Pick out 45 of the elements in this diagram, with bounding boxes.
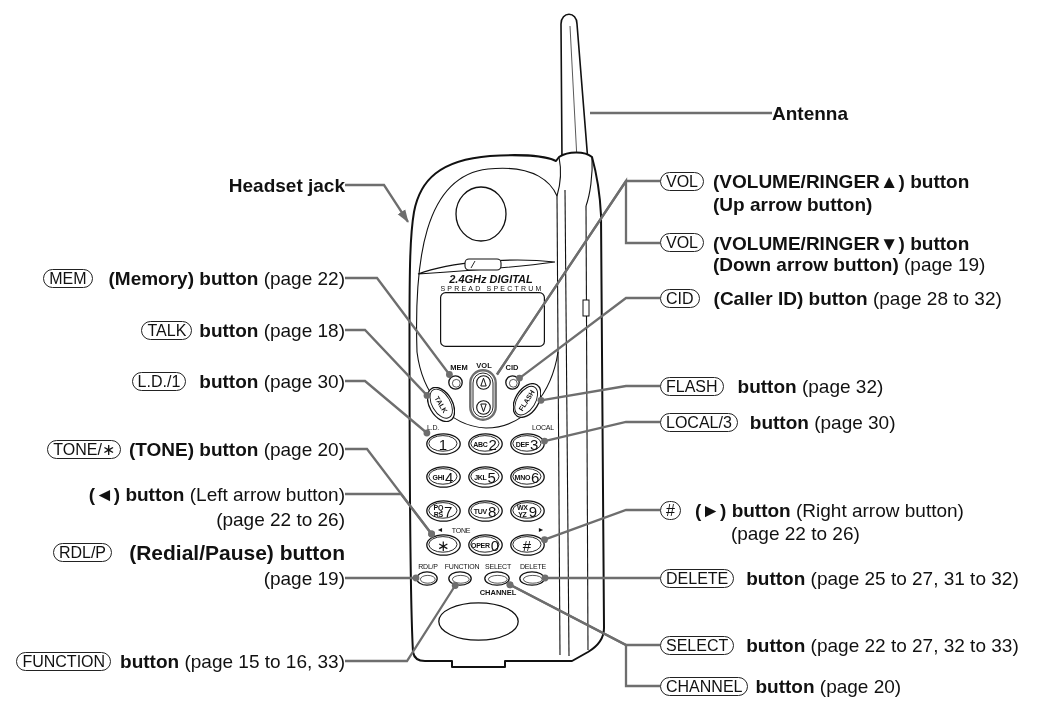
callout-text: button (page 25 to 27, 31 to 32) <box>746 566 1019 590</box>
leader-line <box>590 111 772 115</box>
leader-line <box>541 574 660 582</box>
key-digit: 6 <box>531 469 540 485</box>
callout-text: (Redial/Pause) button (page 19) <box>128 540 345 591</box>
leader-line <box>541 508 660 544</box>
callout-text: (Caller ID) button (page 28 to 32) <box>713 286 1002 310</box>
key-digit: ∗ <box>436 537 450 553</box>
leader-line <box>537 384 660 404</box>
callout-text: (►) button (Right arrow button) (page 22 to 26) <box>694 498 965 545</box>
leader-line <box>345 582 459 663</box>
leader-line <box>345 492 435 538</box>
leader-arrow <box>345 183 409 223</box>
callout-text: Headset jack <box>228 173 345 197</box>
callout-text: button (page 32) <box>737 374 884 398</box>
callout-text: button (page 18) <box>199 318 345 342</box>
callout-text: (VOLUME/RINGER▲) button (Up arrow button) <box>713 169 971 216</box>
key-digit: 2 <box>488 436 497 452</box>
callout-text: (◄) button (Left arrow button) (page 22 to 26) <box>81 481 345 532</box>
callout-text: Antenna <box>772 101 848 125</box>
key-digit: 9 <box>528 503 537 519</box>
callout-text: button (page 20) <box>755 674 902 698</box>
leader-line <box>345 276 453 378</box>
callout-text: button (page 30) <box>199 369 345 393</box>
callout-text: button (page 30) <box>749 410 896 434</box>
key-digit: 3 <box>529 436 539 452</box>
key-digit: 8 <box>487 503 497 519</box>
callout-text: (Memory) button (page 22) <box>108 266 345 290</box>
device-lettering: 2.4GHz DIGITAL <box>449 273 533 285</box>
leader-line <box>345 574 420 582</box>
key-digit: 4 <box>445 469 454 485</box>
callout-text: button (page 22 to 27, 32 to 33) <box>746 633 1019 657</box>
key-digit: # <box>522 537 532 553</box>
callout-text: button (page 15 to 16, 33) <box>120 649 345 673</box>
leader-line <box>345 328 431 399</box>
leader-line <box>516 296 660 382</box>
callout-text: (TONE) button (page 20) <box>128 437 345 461</box>
leader-line <box>541 420 660 445</box>
key-digit: 5 <box>487 469 496 485</box>
key-digit: 7 <box>444 503 453 519</box>
leader-line <box>345 379 431 437</box>
callout-text: (VOLUME/RINGER▼) button (Down arrow button) (page 19) <box>713 232 987 275</box>
key-digit: 0 <box>490 537 499 553</box>
key-digit: 1 <box>438 436 448 452</box>
leader-line <box>506 581 660 688</box>
